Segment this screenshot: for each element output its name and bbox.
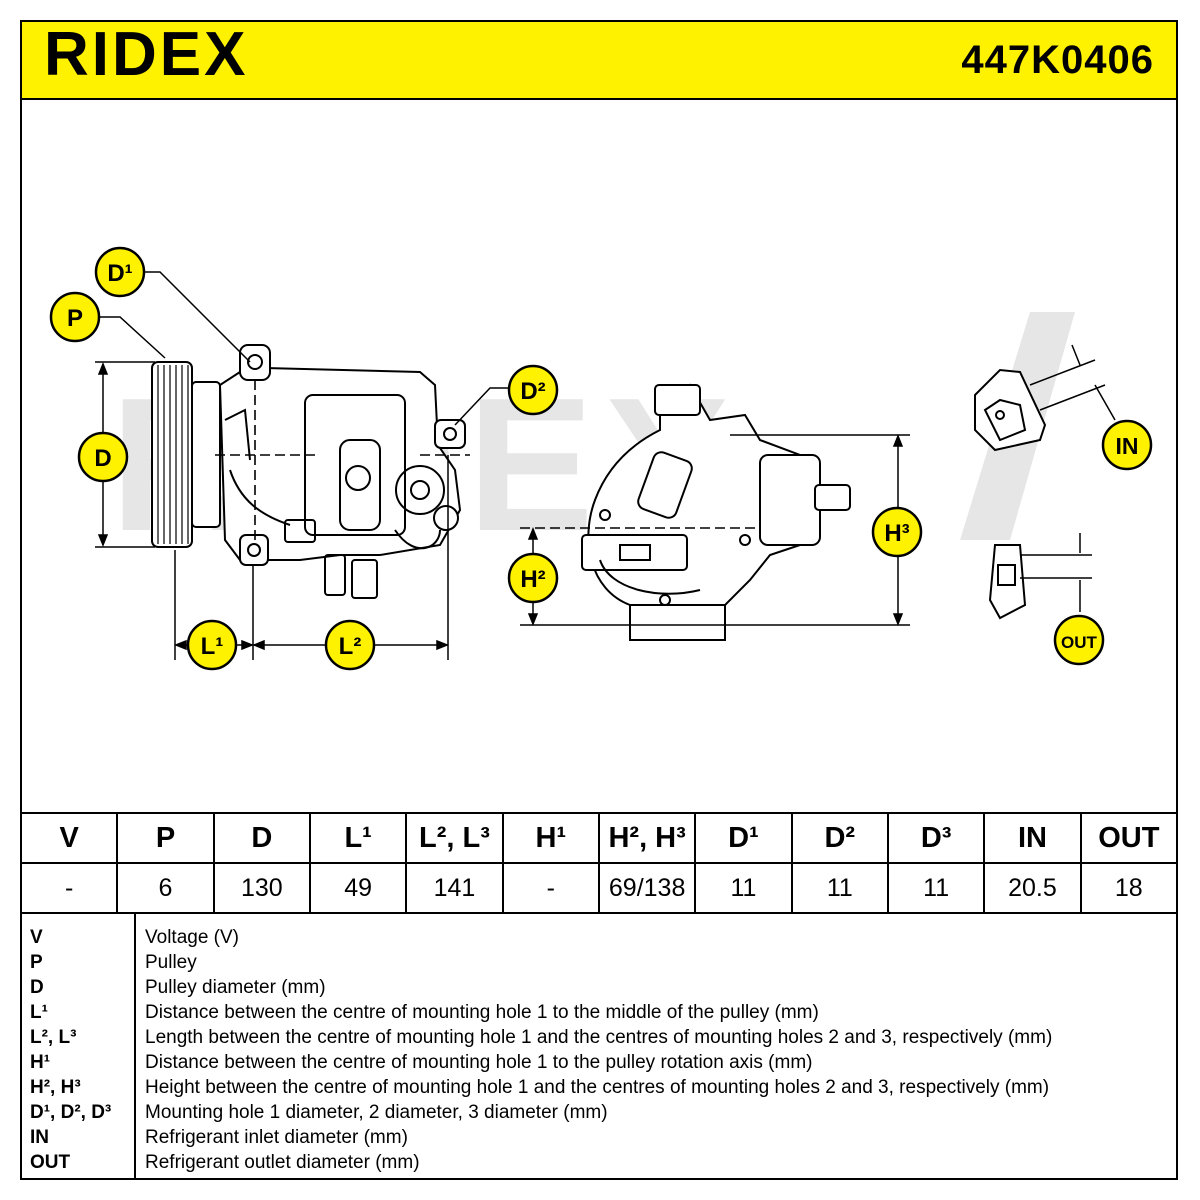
svg-text:L¹: L¹ <box>201 633 224 660</box>
spec-value-cell: 141 <box>405 862 504 914</box>
spec-value-row: - 6 130 49 141 - 69/138 11 11 11 20.5 18 <box>19 862 1179 914</box>
spec-value-cell: 69/138 <box>597 862 697 914</box>
spec-value-cell: 11 <box>694 862 793 914</box>
callout-p: P <box>49 291 101 343</box>
spec-value-cell: 20.5 <box>983 862 1082 914</box>
compressor-front-view <box>520 383 851 641</box>
compressor-side-view <box>151 344 470 599</box>
svg-text:IN: IN <box>1116 433 1139 459</box>
legend-desc: Pulley <box>145 952 197 973</box>
spec-header-cell: D¹ <box>694 812 793 864</box>
callout-d2: D² <box>507 364 559 416</box>
callout-d1: D¹ <box>94 246 146 298</box>
outlet-dimension <box>1020 533 1092 612</box>
spec-value-cell: 11 <box>790 862 889 914</box>
callout-h2: H² <box>507 552 559 604</box>
spec-header-cell: IN <box>983 812 1082 864</box>
legend-desc: Voltage (V) <box>145 927 239 948</box>
spec-header-cell: H¹ <box>501 812 600 864</box>
legend-key: V <box>30 927 43 948</box>
technical-drawing: RIDEX <box>49 246 1153 671</box>
spec-value-cell: 49 <box>308 862 408 914</box>
spec-value-cell: 130 <box>212 862 311 914</box>
svg-text:H³: H³ <box>884 520 909 547</box>
legend-desc: Height between the centre of mounting ho… <box>145 1077 1050 1098</box>
spec-value-cell: - <box>19 862 119 914</box>
callout-out: OUT <box>1053 614 1105 666</box>
callout-h3: H³ <box>871 506 923 558</box>
legend-key: D¹, D², D³ <box>30 1102 112 1123</box>
spec-header-cell: V <box>19 812 119 864</box>
spec-header-cell: L², L³ <box>405 812 504 864</box>
legend-divider <box>134 914 136 1180</box>
inlet-fitting <box>974 368 1047 452</box>
spec-header-cell: H², H³ <box>597 812 697 864</box>
spec-table: V P D L¹ L², L³ H¹ H², H³ D¹ D² D³ IN OU… <box>19 812 1179 914</box>
legend-desc: Refrigerant outlet diameter (mm) <box>145 1152 420 1173</box>
legend-desc: Pulley diameter (mm) <box>145 977 326 998</box>
legend-key: L², L³ <box>30 1027 77 1048</box>
header-bar <box>20 20 1178 100</box>
legend-desc: Refrigerant inlet diameter (mm) <box>145 1127 408 1148</box>
spec-header-cell: D³ <box>886 812 986 864</box>
spec-header-cell: L¹ <box>308 812 408 864</box>
spec-header-cell: D <box>212 812 311 864</box>
svg-text:D²: D² <box>520 378 545 405</box>
spec-value-cell: 11 <box>886 862 986 914</box>
callout-in: IN <box>1101 419 1153 471</box>
spec-header-cell: P <box>116 812 215 864</box>
legend-key: H¹ <box>30 1052 51 1073</box>
outlet-fitting <box>988 544 1027 620</box>
spec-header-row: V P D L¹ L², L³ H¹ H², H³ D¹ D² D³ IN OU… <box>19 812 1179 864</box>
legend-key: H², H³ <box>30 1077 81 1098</box>
callout-l2: L² <box>324 619 376 671</box>
legend-desc: Mounting hole 1 diameter, 2 diameter, 3 … <box>145 1102 608 1123</box>
svg-text:L²: L² <box>339 633 362 660</box>
legend-desc: Distance between the centre of mounting … <box>145 1002 819 1023</box>
spec-value-cell: 18 <box>1079 862 1179 914</box>
legend-key: L¹ <box>30 1002 48 1023</box>
legend-desc: Length between the centre of mounting ho… <box>145 1027 1053 1048</box>
callout-d: D <box>77 431 129 483</box>
legend-key: IN <box>30 1127 49 1148</box>
inlet-dimension <box>1029 344 1116 421</box>
spec-value-cell: - <box>501 862 600 914</box>
spec-header-cell: D² <box>790 812 889 864</box>
svg-text:D¹: D¹ <box>107 260 132 287</box>
legend-key: D <box>30 977 44 998</box>
legend-key: P <box>30 952 43 973</box>
spec-value-cell: 6 <box>116 862 215 914</box>
legend: V Voltage (V) P Pulley D Pulley diameter… <box>20 912 1178 1180</box>
legend-key: OUT <box>30 1152 71 1173</box>
svg-text:OUT: OUT <box>1061 633 1098 652</box>
legend-desc: Distance between the centre of mounting … <box>145 1052 813 1073</box>
svg-text:D: D <box>94 445 111 472</box>
brand-logo: RIDEX <box>44 20 249 89</box>
svg-text:P: P <box>67 305 83 332</box>
spec-header-cell: OUT <box>1079 812 1179 864</box>
part-number: 447K0406 <box>961 38 1154 82</box>
svg-text:H²: H² <box>520 566 545 593</box>
callout-l1: L¹ <box>186 619 238 671</box>
